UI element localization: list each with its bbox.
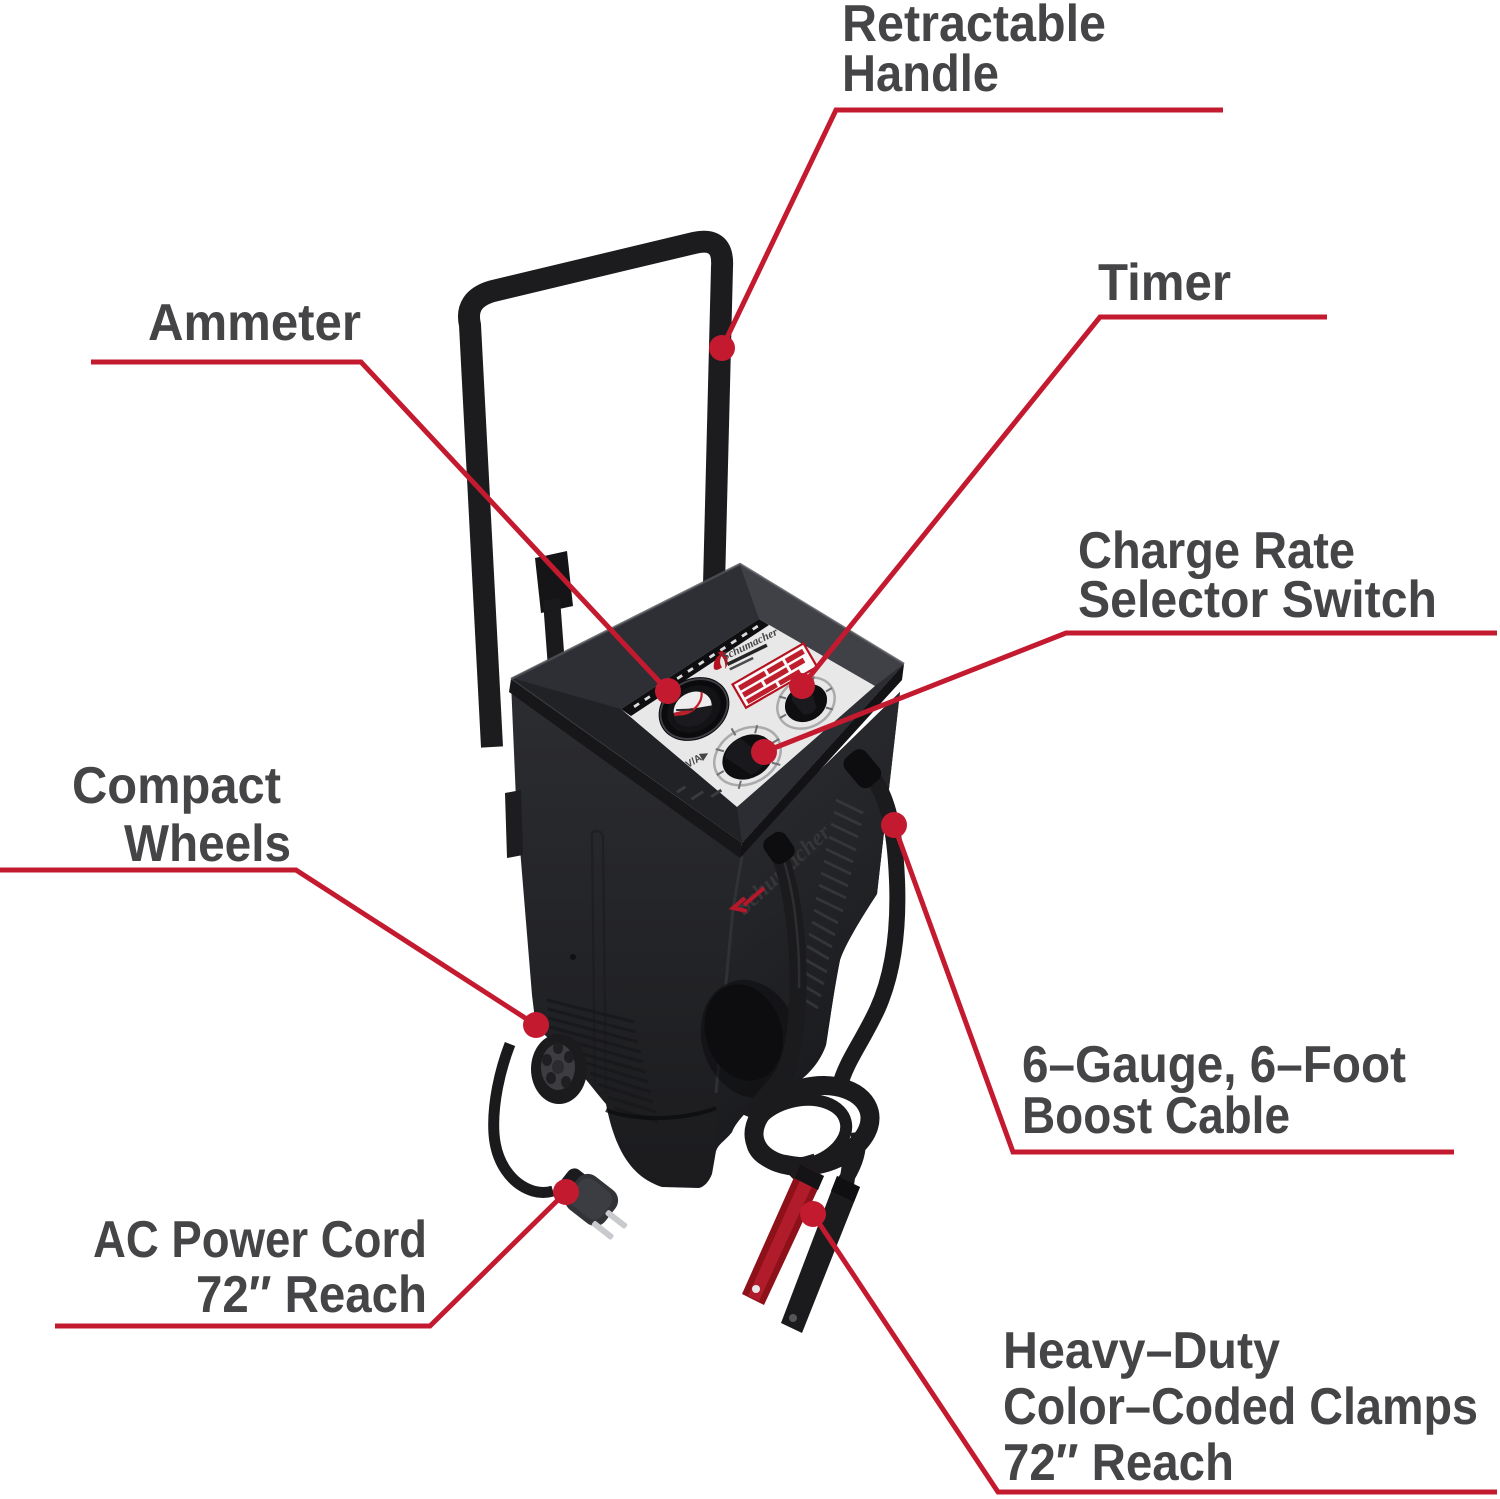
svg-text:Heavy–Duty: Heavy–Duty [1003, 1322, 1280, 1380]
svg-text:6–Gauge, 6–Foot: 6–Gauge, 6–Foot [1022, 1036, 1406, 1094]
svg-text:Compact: Compact [72, 757, 281, 815]
svg-text:Boost Cable: Boost Cable [1022, 1087, 1290, 1145]
svg-text:AC Power Cord: AC Power Cord [93, 1211, 427, 1269]
svg-text:Color–Coded Clamps: Color–Coded Clamps [1003, 1378, 1478, 1436]
svg-text:Handle: Handle [842, 45, 999, 103]
svg-text:Ammeter: Ammeter [148, 294, 361, 352]
svg-text:72″ Reach: 72″ Reach [196, 1266, 427, 1324]
svg-text:Retractable: Retractable [842, 0, 1106, 53]
svg-text:Charge Rate: Charge Rate [1078, 522, 1355, 580]
svg-text:Wheels: Wheels [124, 815, 291, 873]
svg-text:Timer: Timer [1098, 254, 1231, 312]
svg-text:72″ Reach: 72″ Reach [1003, 1434, 1234, 1492]
svg-text:Selector Switch: Selector Switch [1078, 571, 1437, 629]
